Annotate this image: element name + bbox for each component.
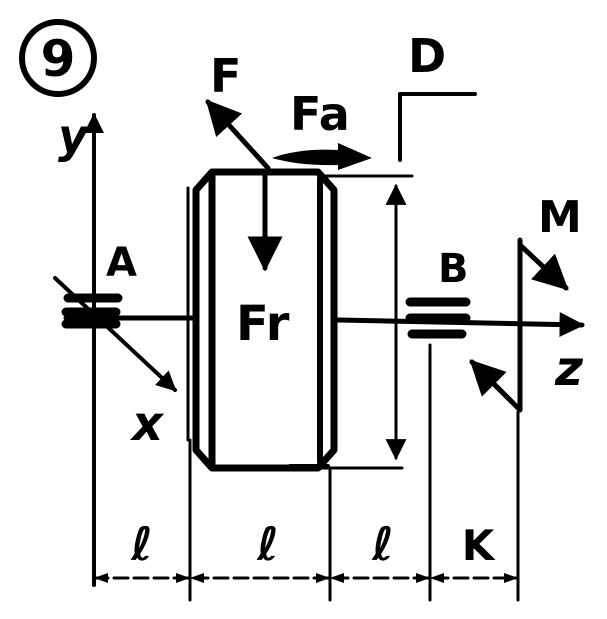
bearing-b: B [405, 246, 471, 339]
dimension-d: D [298, 29, 477, 470]
x-axis-label: x [130, 396, 165, 452]
bearing-a: A [61, 240, 137, 329]
problem-number: 9 [41, 30, 76, 88]
problem-number-badge: 9 [19, 19, 97, 97]
force-f-label: F [210, 49, 241, 103]
dimension-1: ℓ [130, 517, 153, 571]
support-b-label: B [438, 246, 469, 292]
problem-number-circle [19, 19, 97, 97]
force-fa-label: Fa [290, 87, 350, 141]
moment-m-lower-arrow [469, 359, 515, 405]
force-f-arrow [205, 99, 271, 171]
dimension-2: ℓ [256, 517, 279, 571]
dimension-4: K [462, 521, 496, 570]
dimension-3: ℓ [371, 517, 394, 571]
force-fr-label: Fr [236, 296, 290, 352]
z-axis-label: z [554, 341, 584, 397]
z-axis: z [63, 312, 585, 397]
dimension-d-label: D [408, 29, 446, 83]
moment-m-upper-arrow [517, 242, 569, 291]
support-a-label: A [106, 240, 137, 286]
moment-m-label: M [538, 192, 582, 243]
force-fr: Fr [236, 172, 290, 352]
force-fa-arrow [272, 143, 372, 170]
y-axis-label: y [58, 109, 90, 163]
force-fa: Fa [272, 87, 372, 170]
x-axis: x [53, 276, 177, 452]
y-axis: y [58, 109, 104, 587]
dimension-chain: ℓ ℓ ℓ K [92, 343, 520, 602]
force-f: F [205, 49, 271, 171]
moment-m: M [469, 192, 582, 413]
